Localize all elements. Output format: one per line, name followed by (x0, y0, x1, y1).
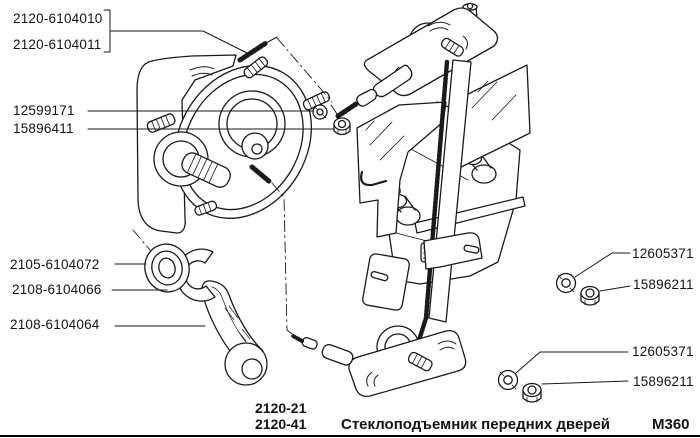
figure-model-code: 2120-21 (255, 400, 307, 416)
part-label: 15896411 (13, 121, 74, 136)
part-label: 2108-6104066 (12, 282, 102, 297)
part-label: 12599171 (13, 103, 75, 118)
part-label: 2105-6104072 (10, 257, 100, 272)
part-label: 15896211 (633, 277, 694, 292)
handle-escutcheon-drawing (144, 243, 216, 302)
nut-drawing (580, 285, 600, 306)
part-label: 2108-6104064 (10, 317, 100, 332)
cable-routing-dash-lines (132, 37, 333, 341)
part-label: 12605371 (632, 246, 694, 261)
nut-drawing (522, 382, 542, 403)
part-label: 2120-6104011 (13, 37, 102, 52)
page-bottom-rule (0, 435, 700, 437)
figure-title: Стеклоподъемник передних дверей (341, 416, 611, 433)
part-label: 15896211 (633, 374, 694, 389)
part-label: 12605371 (632, 344, 694, 359)
figure-model-code: 2120-41 (255, 416, 307, 432)
lock-washer-drawing (497, 369, 519, 391)
part-label: 2120-6104010 (13, 11, 103, 26)
lock-washer-drawing (312, 104, 328, 120)
regulator-drive-unit-drawing (136, 36, 331, 234)
crank-handle-drawing (201, 280, 268, 386)
leader-lines (87, 9, 631, 385)
figure-sheet-number: М360 (652, 416, 690, 433)
window-regulator-frame-drawing (291, 2, 531, 397)
nut-drawing (333, 117, 351, 136)
lock-washer-drawing (555, 272, 577, 294)
